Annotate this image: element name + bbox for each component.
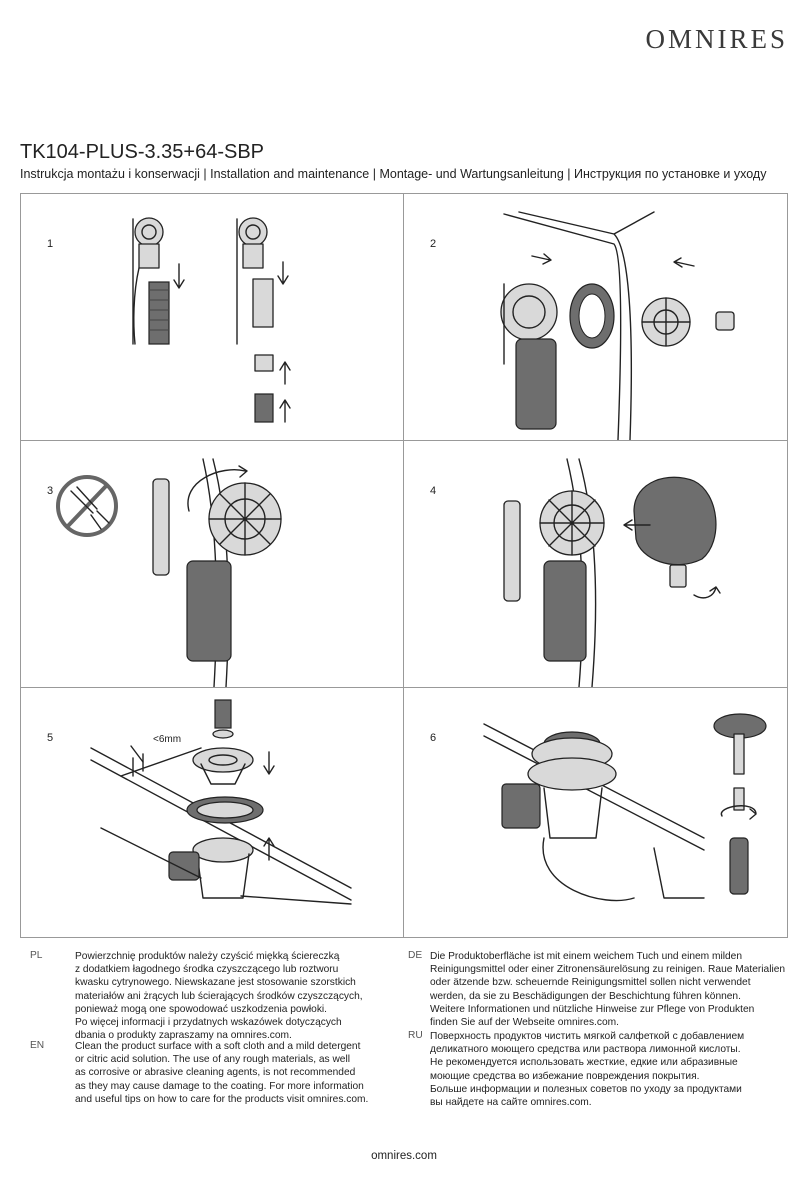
step-3-panel: 3 (21, 441, 403, 687)
product-code: TK104-PLUS-3.35+64-SBP (20, 141, 265, 163)
footer-website: omnires.com (371, 1150, 437, 1162)
step-number: 6 (430, 732, 437, 744)
step-4-panel: 4 (404, 441, 786, 687)
step-1-illustration (132, 217, 291, 423)
arrow-left-icon (673, 257, 695, 268)
language-code: EN (30, 1040, 45, 1051)
basin-outline (578, 458, 597, 687)
step-4-illustration (503, 458, 721, 687)
language-code: DE (408, 950, 423, 961)
step-1-panel: 1 (21, 194, 403, 440)
step-5-illustration: <6mm (90, 699, 352, 905)
grid-divider (21, 440, 787, 441)
arrow-up-icon (279, 361, 291, 385)
step-number: 1 (47, 238, 54, 250)
basin-outline (518, 211, 655, 440)
step-6-panel: 6 (404, 688, 786, 934)
arrow-up-icon (279, 399, 291, 423)
step-number: 5 (47, 732, 54, 744)
grid-divider (403, 194, 404, 937)
care-text-ru: Поверхность продуктов чистить мягкой сал… (430, 1031, 745, 1109)
no-pliers-icon (56, 475, 118, 537)
document-subtitle: Instrukcja montażu i konserwacji | Insta… (20, 167, 767, 181)
step-number: 2 (430, 238, 437, 250)
drain-hose-illustration (132, 217, 170, 345)
arrow-right-icon (531, 253, 552, 265)
rotate-arrow-icon (693, 586, 721, 599)
instructions-grid: 1 (20, 193, 788, 938)
arrow-down-icon (173, 263, 185, 289)
dimension-line (120, 747, 202, 777)
arrow-down-icon (277, 261, 289, 285)
brand-logo: OMNIRES (645, 24, 788, 54)
drain-hose-illustration (236, 217, 274, 423)
language-code: PL (30, 950, 43, 961)
rotate-arrow-icon (187, 465, 248, 512)
care-text-de: Die Produktoberfläche ist mit einem weic… (430, 951, 786, 1029)
step-6-illustration (483, 713, 767, 902)
care-text-en: Clean the product surface with a soft cl… (75, 1041, 369, 1105)
care-text-pl: Powierzchnię produktów należy czyścić mi… (75, 951, 363, 1042)
dimension-label: <6mm (153, 734, 181, 745)
step-2-panel: 2 (404, 194, 786, 440)
step-2-illustration (500, 211, 735, 440)
step-number: 3 (47, 485, 54, 497)
arrow-up-icon (263, 837, 275, 861)
language-code: RU (408, 1030, 423, 1041)
rotate-arrow-icon (720, 805, 757, 820)
step-number: 4 (430, 485, 437, 497)
drain-cap (633, 476, 717, 566)
step-3-illustration (56, 458, 282, 687)
care-instructions: PL Powierzchnię produktów należy czyścić… (20, 948, 788, 1148)
arrow-down-icon (263, 751, 275, 775)
step-5-panel: 5 <6mm (21, 688, 403, 934)
grid-divider (21, 687, 787, 688)
arrow-left-icon (623, 519, 651, 531)
